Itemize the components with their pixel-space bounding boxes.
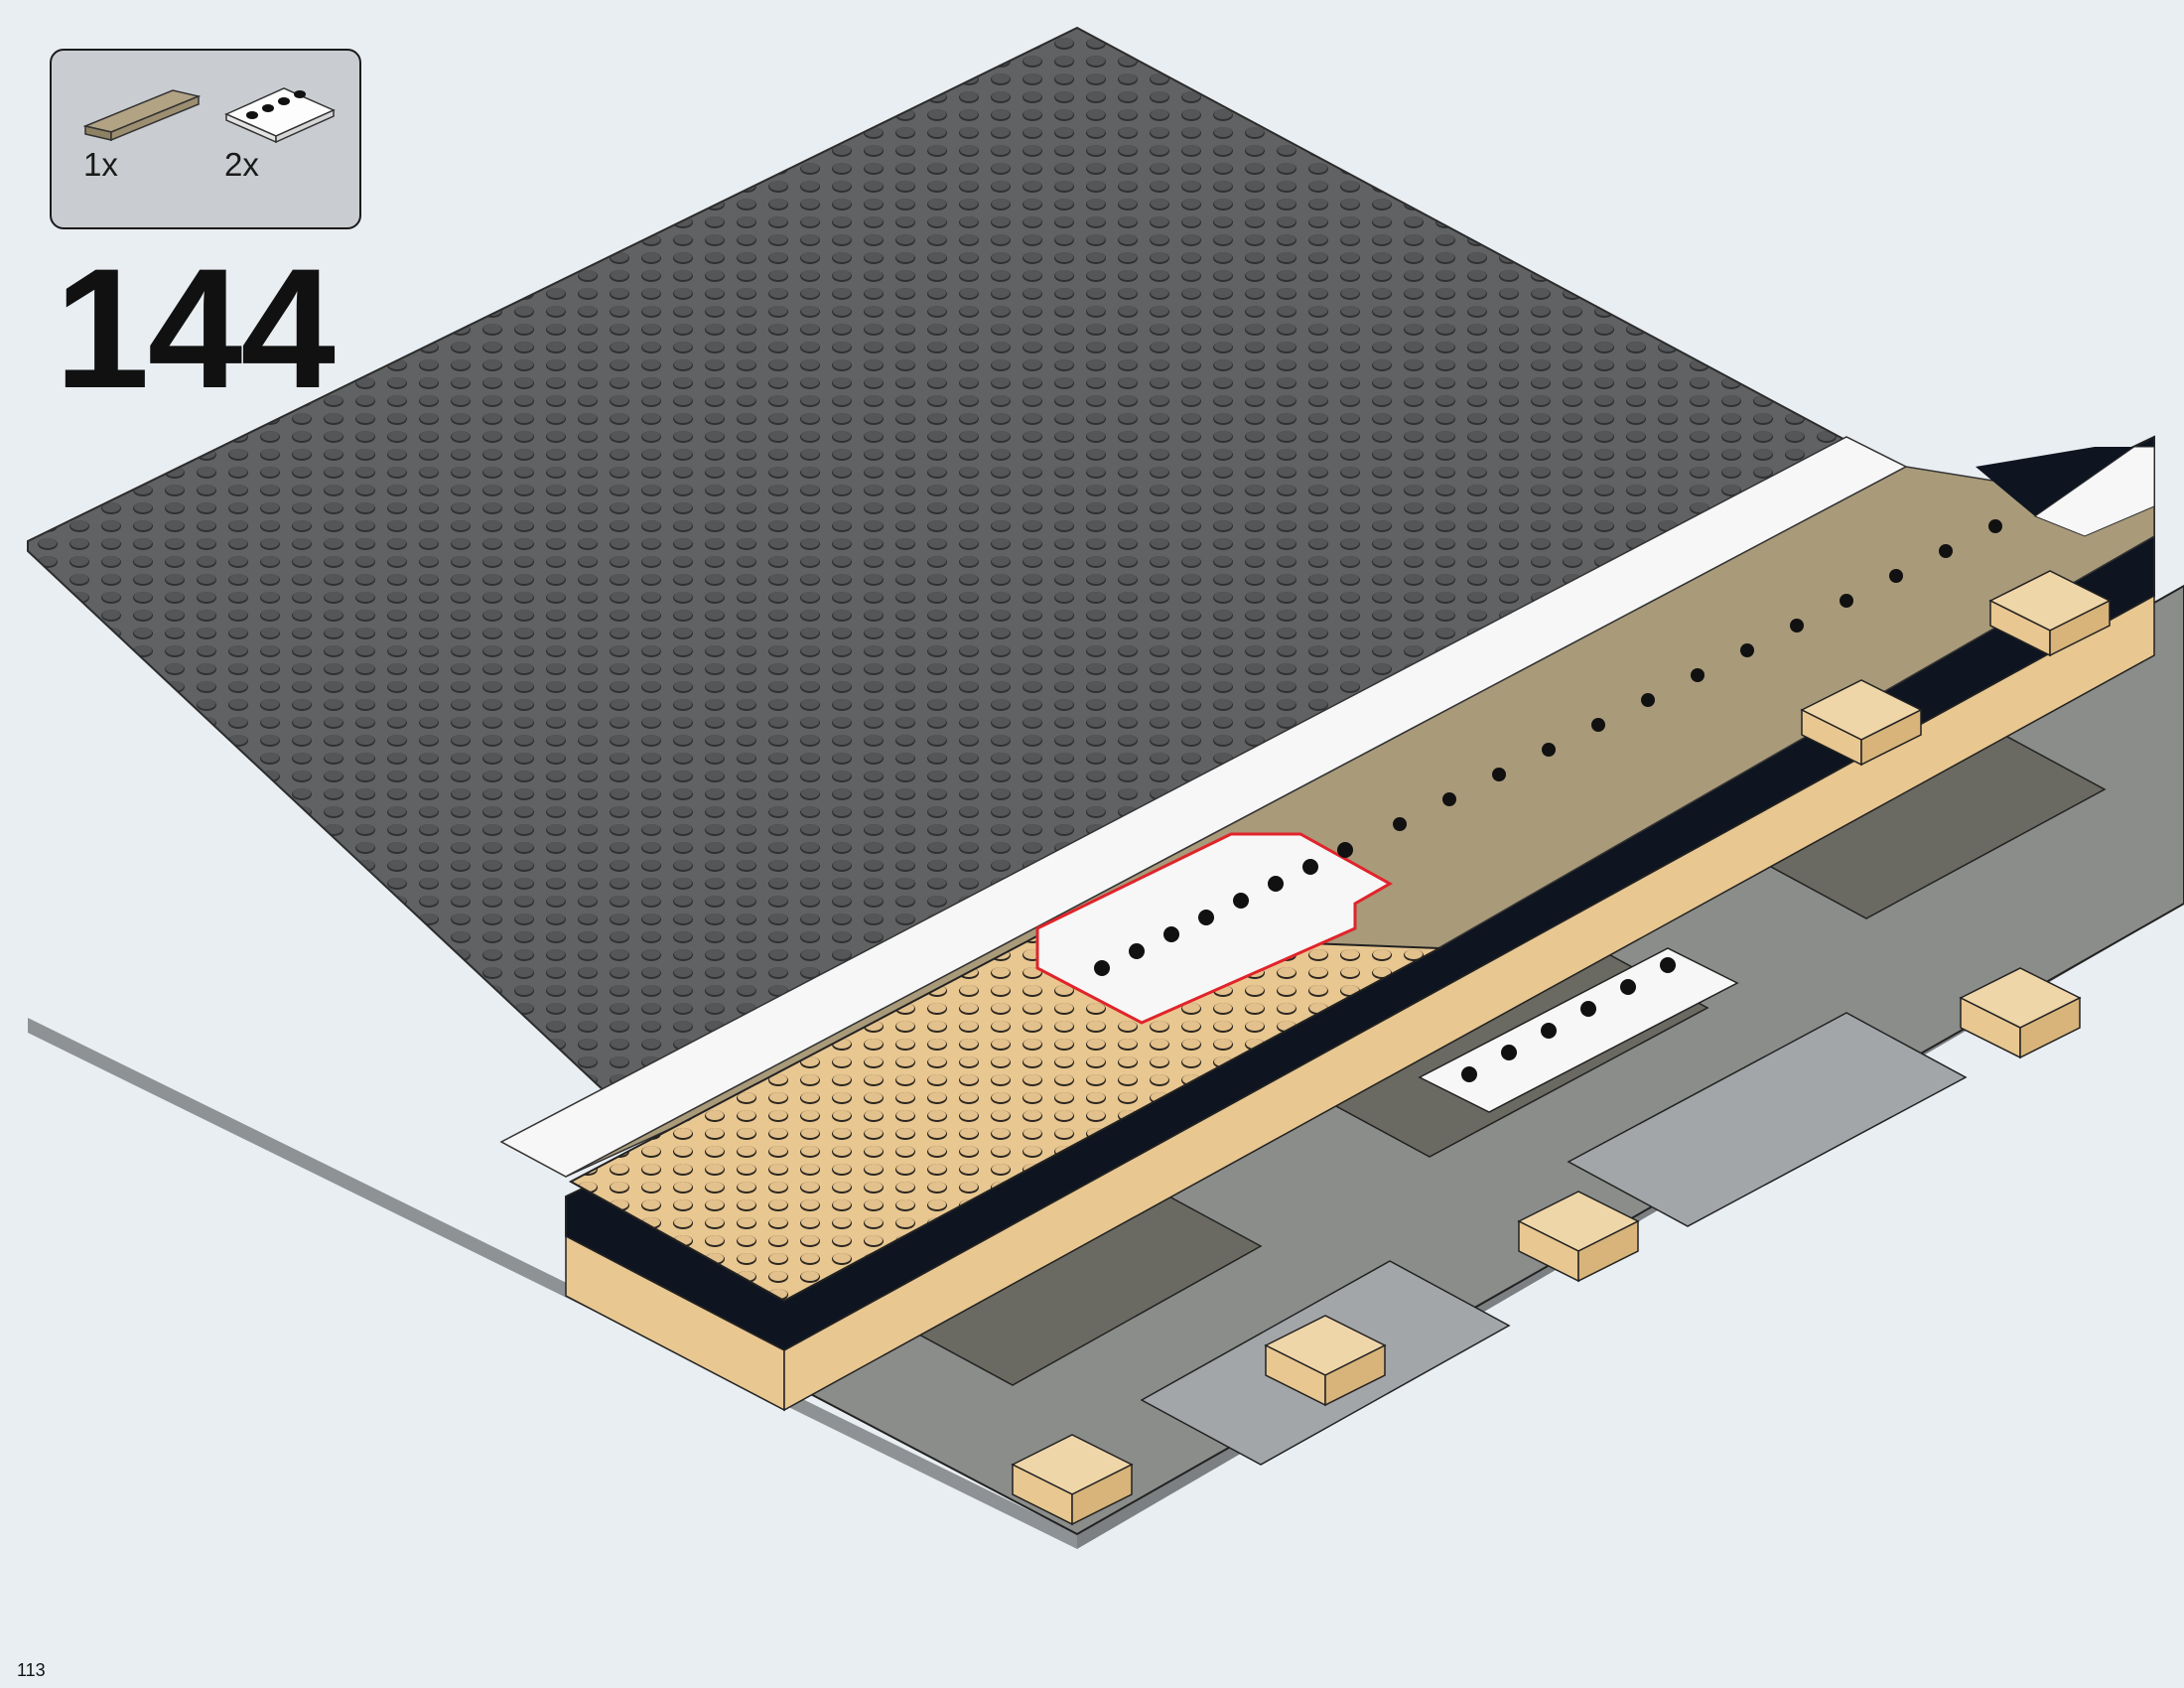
floor-white-plate	[1418, 947, 1739, 1113]
tan-brick	[1988, 570, 2112, 657]
floor-tile-light	[1567, 1012, 1968, 1227]
part-quantity: 2x	[224, 146, 259, 183]
white-cap	[2033, 446, 2155, 537]
tan-brick	[1517, 1191, 1640, 1283]
step-number: 144	[55, 233, 336, 424]
dark-tan-tile-icon	[82, 89, 201, 142]
baseplate-edge-left	[28, 1018, 1077, 1549]
tan-brick	[1959, 967, 2082, 1059]
part-dark-tan-tile	[81, 82, 201, 144]
new-white-plate-studs	[1094, 842, 1353, 976]
tan-brick	[1800, 679, 1923, 767]
parts-callout: 1x 2x	[50, 49, 361, 229]
page-number: 113	[17, 1660, 46, 1680]
tan-brick	[1264, 1315, 1387, 1407]
tan-brick	[1011, 1434, 1134, 1526]
white-plate-icon	[224, 87, 336, 144]
tile-studs	[1393, 519, 2002, 831]
part-white-plate	[222, 82, 341, 144]
part-quantity: 1x	[83, 146, 118, 183]
new-white-plate	[1035, 832, 1394, 1025]
floor-white-plate-studs	[1461, 957, 1676, 1082]
tan-lower-strip-side	[783, 594, 2155, 1412]
tan-plate	[568, 931, 1443, 1303]
